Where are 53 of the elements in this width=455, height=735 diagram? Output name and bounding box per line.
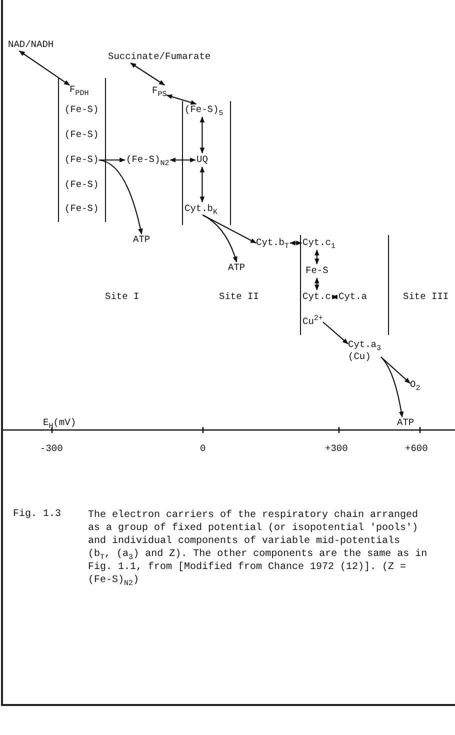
axis-label: -300 xyxy=(40,443,63,455)
carrier-label: (Fe-S) xyxy=(64,203,99,215)
carrier-label: Cyt.b$_{K}$ xyxy=(184,203,218,215)
arrow xyxy=(202,214,238,263)
arrow xyxy=(314,249,320,265)
carrier-label: (Fe-S)$_{5}$ xyxy=(184,104,224,116)
arrow xyxy=(322,322,348,344)
carrier-label: UQ xyxy=(196,154,208,166)
carrier-label: Cyt.c$_{1}$ xyxy=(302,237,336,249)
pool-bracket xyxy=(182,101,231,225)
axis-label: +300 xyxy=(325,443,348,455)
carrier-label: ATP xyxy=(228,262,246,274)
arrow xyxy=(98,159,143,235)
carrier-label: (Fe-S) xyxy=(64,129,99,141)
arrow xyxy=(202,214,257,244)
arrow xyxy=(18,50,70,86)
arrow xyxy=(380,356,404,418)
carrier-label: ATP xyxy=(397,417,414,429)
figure-number: Fig. 1.3 xyxy=(13,509,62,521)
axis-label: +600 xyxy=(405,443,428,455)
arrow xyxy=(166,94,197,105)
carrier-label: Cyt.a xyxy=(338,291,368,303)
carrier-label: Cu$^{2+}$ xyxy=(302,316,323,328)
arrow xyxy=(200,116,205,154)
arrow xyxy=(170,158,196,162)
carrier-label: ATP xyxy=(133,234,150,246)
carrier-label: O$_{2}$ xyxy=(410,379,420,391)
site-label: Site I xyxy=(105,291,140,303)
arrow xyxy=(130,62,166,86)
pool-bracket xyxy=(58,78,106,222)
carrier-label: Fe-S xyxy=(306,265,328,277)
carrier-label: F$_{PDH}$ xyxy=(70,84,89,96)
carrier-label: Succinate/Fumarate xyxy=(108,51,211,63)
carrier-label: (Fe-S) xyxy=(64,154,99,166)
carrier-label: NAD/NADH xyxy=(8,39,54,51)
arrow xyxy=(100,158,126,162)
arrow xyxy=(200,166,205,203)
carrier-label: Cyt.a$_{3}$ (Cu) xyxy=(348,339,382,363)
carrier-label: (Fe-S) xyxy=(64,179,99,191)
arrow xyxy=(380,356,410,384)
arrow xyxy=(331,294,338,300)
figure-caption: The electron carriers of the respiratory chain arranged as a group of fixed potential (or isopotential 'pools') and individual components of variable mid-potentials (b$_{T}$, (a$_{3}$) and Z). The other components are the same as in Fig. 1.1, from [Modified from Chance 1972 (12)]. (Z = (Fe-S)$_{N2}$) xyxy=(88,509,428,587)
carrier-label: Cyt.c xyxy=(302,291,332,303)
carrier-label: (Fe-S)$_{N2}$ xyxy=(126,154,170,166)
site-label: Site II xyxy=(219,291,259,303)
site-label: Site III xyxy=(403,291,449,303)
arrow xyxy=(314,277,320,291)
carrier-label: F$_{PS}$ xyxy=(152,85,167,97)
axis-label: 0 xyxy=(200,443,206,455)
pool-bracket xyxy=(300,235,389,335)
carrier-label: Cyt.b$_{T}$ xyxy=(256,237,290,249)
arrow xyxy=(289,240,302,246)
carrier-label: (Fe-S) xyxy=(64,104,99,116)
